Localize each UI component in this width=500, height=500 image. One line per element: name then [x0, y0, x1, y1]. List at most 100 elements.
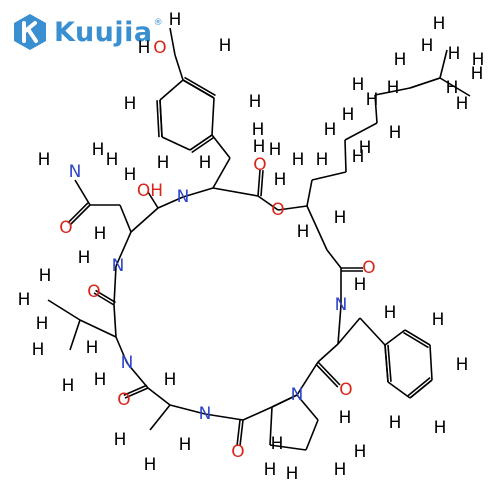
side-chain-bond — [174, 54, 184, 81]
aromatic-bond — [189, 134, 213, 151]
hydrogen-atom: H — [253, 137, 266, 157]
hydrogen-atom: H — [292, 150, 305, 170]
side-chain-bond — [79, 319, 117, 338]
hydrogen-atom: H — [366, 90, 379, 110]
oxygen-atom: O — [59, 218, 72, 238]
hydrogen-atom: H — [471, 64, 484, 84]
nitrogen-atom: N — [112, 256, 125, 276]
hydrogen-atom: H — [433, 14, 446, 34]
hydrogen-atom: H — [199, 153, 212, 173]
hydrogen-atom: H — [334, 208, 347, 228]
aromatic-bond — [384, 344, 389, 383]
hydrogen-atom: H — [252, 120, 265, 140]
aromatic-bond — [161, 136, 191, 151]
alkyl-bond — [439, 77, 471, 97]
hydrogen-atom: H — [164, 370, 177, 390]
carbonyl-bond — [95, 289, 116, 304]
hydrogen-atom: H — [334, 460, 347, 480]
hydrogen-atom: H — [94, 224, 107, 244]
oxygen-atom: O — [117, 390, 130, 410]
ring-bond — [113, 304, 117, 338]
hydrogen-atom: H — [269, 140, 282, 160]
nitrogen-atom: N — [177, 187, 190, 207]
hydrogen-atom: H — [124, 165, 137, 185]
side-chain-bond — [359, 317, 386, 346]
hydrogen-atom: H — [434, 418, 447, 438]
carbonyl-bond — [260, 170, 264, 197]
ring-bond — [317, 343, 339, 363]
ring-bond — [204, 413, 244, 421]
hydrogen-atom: H — [39, 266, 52, 286]
aromatic-bond — [407, 377, 431, 397]
oxygen-atom: O — [253, 155, 266, 175]
carbonyl-bond — [123, 384, 148, 396]
registered-mark: ® — [153, 18, 163, 28]
hydrogen-atom: H — [352, 147, 365, 167]
hydrogen-atom: H — [219, 36, 232, 56]
carbonyl-bond — [257, 169, 261, 197]
hydrogen-atom: H — [432, 310, 445, 330]
hydrogen-atom: H — [18, 290, 31, 310]
hydrogen-atom: H — [106, 150, 119, 170]
side-chain-bond — [69, 319, 81, 351]
side-chain-bond — [149, 404, 171, 431]
carbonyl-bond — [124, 387, 149, 399]
hydrogen-atom: H — [38, 150, 51, 170]
ring-bond — [277, 205, 308, 211]
side-chain-bond — [212, 157, 231, 189]
proline-bond — [269, 444, 307, 451]
hydrogen-atom: H — [421, 36, 434, 56]
hydrogen-atom: H — [179, 435, 192, 455]
side-chain-bond — [119, 204, 132, 233]
oxygen-atom: O — [231, 442, 244, 462]
hydrogen-atom: H — [62, 376, 75, 396]
side-chain-bond — [337, 317, 361, 345]
nitrogen-atom: N — [199, 404, 212, 424]
aromatic-bond — [159, 99, 163, 138]
hydrogen-atom: H — [297, 222, 310, 242]
side-chain-bond — [47, 299, 81, 321]
hydrogen-atom: H — [316, 150, 329, 170]
alkyl-bond — [344, 139, 347, 173]
proline-bond — [305, 419, 319, 451]
aromatic-bond — [403, 331, 429, 349]
ring-bond — [326, 249, 342, 269]
hydrogen-atom: H — [32, 340, 45, 360]
hydroxyl-group: OH — [137, 181, 163, 201]
alkyl-bond — [306, 179, 313, 207]
hydrogen-atom: H — [86, 338, 99, 358]
oxygen-atom: O — [339, 380, 352, 400]
alkyl-bond — [344, 122, 378, 141]
hydrogen-atom: H — [264, 460, 277, 480]
oxygen-atom: O — [153, 38, 166, 58]
hydrogen-atom: H — [78, 248, 91, 268]
ring-bond — [306, 205, 328, 251]
hydrogen-atom: H — [354, 275, 367, 295]
kuujia-logo-icon — [14, 14, 46, 50]
ring-bond — [337, 304, 342, 345]
hydrogen-atom: H — [92, 140, 105, 160]
alkyl-bond — [439, 49, 448, 79]
carbonyl-bond — [236, 419, 241, 446]
carbonyl-bond — [67, 202, 89, 224]
hydrogen-atom: H — [36, 314, 49, 334]
hydrogen-atom: H — [339, 408, 352, 428]
aromatic-bond — [191, 136, 215, 154]
hydrogen-atom: H — [354, 442, 367, 462]
ring-bond — [212, 187, 259, 197]
hydrogen-atom: H — [274, 170, 287, 190]
alkyl-bond — [374, 87, 411, 96]
aromatic-bond — [159, 79, 184, 101]
brand-logo[interactable]: Kuujia ® — [10, 12, 163, 52]
carbonyl-bond — [69, 204, 91, 226]
hydrogen-atom: H — [94, 370, 107, 390]
hydrogen-atom: H — [271, 434, 284, 454]
alkyl-bond — [374, 94, 378, 124]
hydrogen-atom: H — [249, 92, 262, 112]
hydrogen-atom: H — [342, 105, 355, 125]
carbonyl-bond — [317, 361, 341, 386]
bond-layer — [47, 27, 471, 451]
ring-bond — [182, 187, 214, 198]
aromatic-bond — [387, 344, 392, 382]
